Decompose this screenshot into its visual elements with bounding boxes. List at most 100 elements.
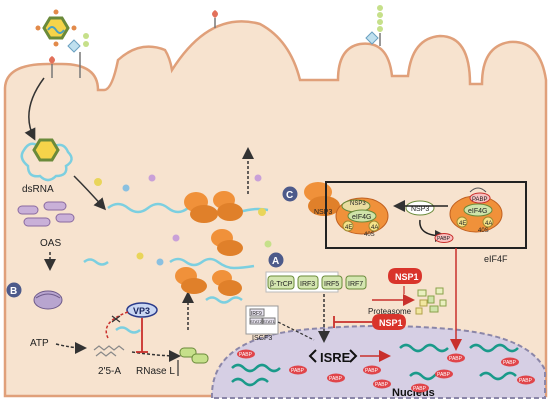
e4e-label-left: 4E [345, 225, 352, 231]
s40-label-right: 40S [478, 228, 489, 234]
scissors-icon [111, 315, 121, 323]
pabp-free-badge: PABP [434, 233, 454, 243]
mrna-strand-2 [169, 257, 255, 270]
pabp-badge-label: PABP [239, 352, 253, 358]
surface-receptor-top [212, 10, 218, 28]
panel-b-letter: B [10, 286, 17, 297]
nuclear-dna-3 [399, 343, 449, 353]
dsrna-segments [17, 201, 75, 227]
vp3-dashed-arrow [105, 311, 129, 339]
nuclear-dna-1 [231, 363, 281, 373]
pabp-badge-label: PABP [375, 382, 389, 388]
pabp-badge: PABP [327, 373, 345, 383]
panel-c-badge [282, 186, 298, 202]
e4a-label-left: 4A [371, 225, 378, 231]
pabp-badge: PABP [447, 353, 465, 363]
mrna-strand-3 [83, 258, 109, 266]
two-five-a-arrow [131, 349, 181, 362]
virion-extracellular [35, 9, 77, 47]
translation-arrow [73, 175, 106, 211]
isre-chevron-left [308, 349, 317, 363]
pabp-badge: PABP [501, 357, 519, 367]
pabp-badge-label: PABP [437, 372, 451, 378]
eif4f-label: eIF4F [484, 254, 508, 264]
pabp-badge-label: PABP [291, 368, 305, 374]
oas-label: OAS [40, 238, 61, 249]
isgf3-label: ISGF3 [252, 335, 272, 342]
pabp-badge-label: PABP [519, 378, 533, 384]
surface-receptors [49, 33, 89, 78]
e4a-label-right: 4A [485, 221, 492, 227]
irf3-label: IRF3 [300, 281, 315, 288]
nsp1-bottom: NSP1 [372, 314, 406, 330]
pabp-nuclear-badges: PABP PABP PABP PABP PABP PABP PABP PABP [237, 349, 535, 393]
proteasome-label: Proteasome [368, 307, 412, 316]
eif4g-complex-right: PABP eIF4G 4E 4A 40S [449, 187, 503, 234]
pabp-badge-label: PABP [413, 386, 427, 392]
oas-enzyme [33, 290, 63, 310]
nuclear-dna-2 [231, 377, 269, 387]
cytoplasm-particles [94, 174, 272, 266]
nsp1-top-label: NSP1 [395, 272, 419, 282]
two-five-a-label: 2'5-A [98, 366, 121, 377]
stat2-protein: STAT2 [249, 317, 263, 325]
irf9-label: IRF9 [251, 311, 262, 317]
vp3-label: VP3 [133, 306, 150, 316]
eif4g-complex-left: NSP3 eIF4G 4E 4A 40S [335, 197, 389, 238]
stat1-protein: STAT1 [262, 317, 276, 325]
nuclear-dna-4 [469, 343, 519, 353]
eif4g-label-left: eIF4G [352, 214, 371, 221]
panel-a-letter: A [272, 256, 279, 267]
eif4f-box [325, 181, 527, 249]
mrna-strand-4 [115, 326, 141, 334]
nsp1-bottom-label: NSP1 [379, 318, 403, 328]
panel-a-badge [268, 252, 284, 268]
rnase-l-dimer [179, 347, 209, 364]
irf7-label: IRF7 [348, 281, 363, 288]
stat2-label: STAT2 [250, 319, 263, 324]
nsp3-free: NSP3 [405, 200, 435, 216]
nsp3-label-c: NSP3 [411, 206, 429, 213]
pabp-badge: PABP [373, 379, 391, 389]
nsp3-label-b: NSP3 [350, 201, 366, 207]
ribosome-mid [211, 229, 243, 256]
degraded-fragments [415, 287, 447, 315]
atp-label: ATP [30, 338, 49, 349]
two-five-a-chain [93, 345, 125, 357]
nsp3-label-a: NSP3 [314, 209, 332, 216]
entry-arrow [24, 77, 45, 141]
pabp-badge: PABP [363, 365, 381, 375]
pabp-badge-label: PABP [449, 356, 463, 362]
vp3-protein: VP3 [126, 302, 158, 318]
surface-glycan-right [365, 5, 383, 46]
pabp-badge-label: PABP [503, 360, 517, 366]
irf3-protein: IRF3 [297, 275, 319, 290]
isgf3-arrow [277, 321, 315, 341]
pabp-badge-label: PABP [365, 368, 379, 374]
mrna-strand-5 [205, 296, 243, 304]
pabp-badge: PABP [237, 349, 255, 359]
pabp-label-box: PABP [472, 197, 488, 203]
irf5-protein: IRF5 [321, 275, 343, 290]
nuclear-dna-5 [479, 371, 517, 381]
virion-internalized [20, 138, 73, 182]
e4e-label-right: 4E [459, 221, 466, 227]
irf5-label: IRF5 [324, 281, 339, 288]
ribosome-bottom-right [212, 270, 242, 296]
pabp-badge: PABP [411, 383, 429, 393]
pabp-badge: PABP [435, 369, 453, 379]
panel-b-badge [6, 282, 22, 298]
irf9-protein: IRF9 [249, 308, 265, 317]
ribosome-bottom-left [175, 267, 207, 294]
rnase-l-label: RNase L [136, 366, 175, 377]
panel-c-letter: C [286, 190, 293, 201]
dsrna-label: dsRNA [22, 184, 54, 195]
s40-label-left: 40S [364, 232, 375, 238]
nsp1-top: NSP1 [388, 268, 422, 284]
isre-label: ISRE [320, 350, 351, 365]
eif4g-label-right: eIF4G [468, 208, 487, 215]
pabp-badge-label: PABP [329, 376, 343, 382]
pabp-label-free: PABP [437, 236, 451, 242]
